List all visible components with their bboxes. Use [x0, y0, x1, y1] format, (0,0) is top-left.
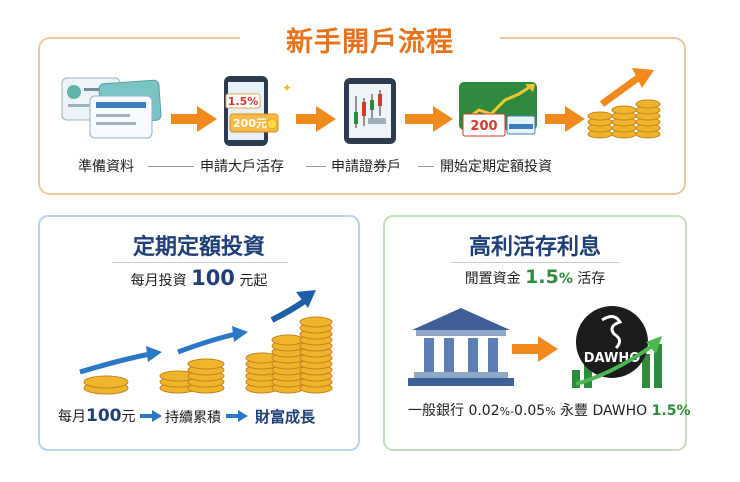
orange-arrow-icon — [512, 336, 558, 362]
step-label-invest: 開始定期定額投資 — [440, 159, 552, 175]
dca-panel — [38, 215, 360, 451]
interest-title: 高利活存利息 — [468, 235, 601, 260]
title-divider — [112, 262, 288, 263]
orange-arrow-icon — [405, 106, 453, 132]
dawho-logo-icon: DAWHO — [572, 306, 662, 388]
step-label-securities: 申請證券戶 — [331, 159, 401, 175]
phone-bonus-text: 200元 — [233, 117, 267, 130]
phone-rate-text: 1.5% — [228, 95, 259, 108]
onboarding-title: 新手開戶流程 — [240, 20, 500, 59]
growth-card-icon: 200 — [459, 82, 537, 137]
dawho-rate-label: 永豐 DAWHO 1.5% — [560, 403, 691, 419]
connector-line — [306, 166, 326, 167]
connector-line — [418, 166, 434, 167]
blue-arrow-icon — [140, 410, 162, 422]
id-cards-icon — [61, 77, 162, 139]
gold-coins-growth-icon — [587, 68, 661, 139]
orange-arrow-icon — [171, 106, 217, 132]
orange-arrow-icon — [296, 106, 336, 132]
bank-icon — [408, 308, 514, 386]
tablet-chart-icon — [344, 78, 396, 144]
orange-arrow-icon — [545, 106, 585, 132]
svg-text:✦: ✦ — [282, 81, 292, 95]
blue-arrow-icon — [226, 410, 248, 422]
dca-subtitle: 每月投資 100 元起 — [130, 266, 268, 290]
bank-rate-label: 一般銀行 0.02%-0.05% — [408, 403, 556, 419]
title-divider — [450, 262, 620, 263]
dca-title: 定期定額投資 — [132, 235, 265, 260]
interest-panel — [383, 215, 687, 451]
interest-subtitle: 閒置資金 1.5% 活存 — [464, 266, 606, 288]
coin-growth-illustration — [79, 290, 333, 395]
step-label-savings: 申請大戶活存 — [200, 159, 284, 175]
flow-step-monthly: 每月100元 — [58, 406, 136, 426]
phone-promo-icon: 1.5% 200元 ✦ — [224, 76, 292, 146]
connector-line — [148, 166, 194, 167]
card-bonus-text: 200 — [470, 119, 497, 134]
step-label-prepare: 準備資料 — [78, 159, 134, 175]
flow-step-accumulate: 持續累積 — [165, 410, 221, 426]
flow-step-growth: 財富成長 — [255, 408, 316, 426]
